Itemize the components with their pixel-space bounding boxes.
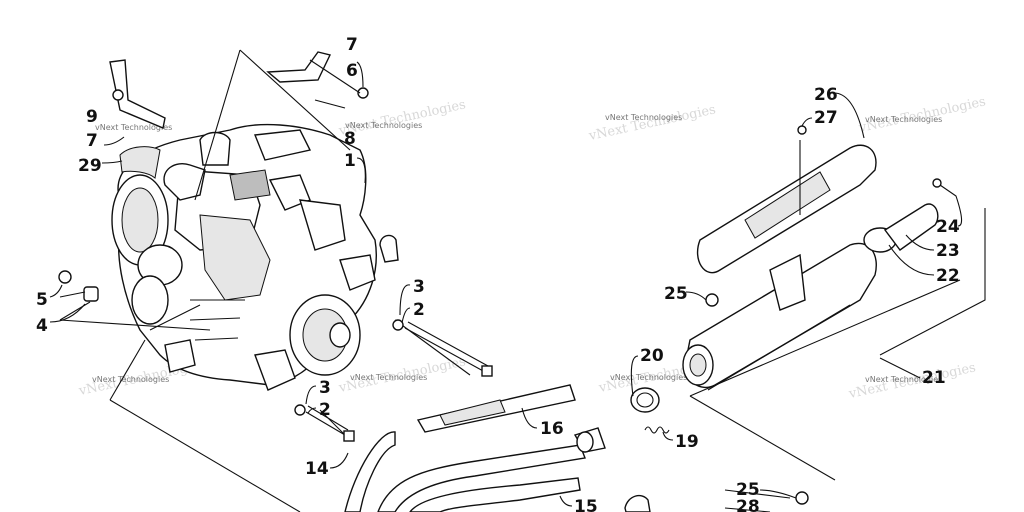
callout-24: 24	[936, 217, 960, 237]
muffler-21	[682, 208, 986, 397]
callout-23: 23	[936, 241, 960, 261]
callout-16: 16	[540, 419, 564, 439]
callout-5: 5	[36, 290, 48, 310]
callout-2: 2	[319, 400, 331, 420]
bolt-25-28	[724, 489, 809, 512]
callout-26: 26	[814, 85, 838, 105]
bolt-4-5	[58, 270, 99, 321]
watermark-text: vNext Technologies	[865, 115, 942, 124]
callout-1: 1	[344, 151, 356, 171]
bolt-2-3-right	[392, 319, 493, 377]
callout-3: 3	[319, 378, 331, 398]
callout-27: 27	[814, 108, 838, 128]
bracket-9-left	[109, 59, 166, 129]
callout-20: 20	[640, 346, 664, 366]
callout-6: 6	[346, 61, 358, 81]
bracket-25	[705, 253, 806, 311]
spark-arrestor	[863, 178, 942, 253]
callout-25: 25	[736, 480, 760, 500]
spring-19	[644, 426, 670, 434]
watermark-text: vNext Technologies	[865, 375, 942, 384]
callout-15: 15	[574, 497, 598, 512]
watermark-text: vNext Technologies	[610, 373, 687, 382]
exhaust-pipes	[344, 384, 651, 512]
callout-22: 22	[936, 266, 960, 286]
engine-assembly	[109, 123, 399, 401]
callout-leaders	[49, 61, 963, 507]
gasket-20	[630, 387, 660, 413]
bracket-7-top	[266, 51, 369, 109]
watermark-text: vNext Technologies	[605, 113, 682, 122]
callout-3: 3	[413, 277, 425, 297]
callout-29: 29	[78, 156, 102, 176]
bolt-2-3-lower	[294, 404, 355, 442]
callout-7: 7	[346, 35, 358, 55]
heat-shield-26	[696, 125, 877, 274]
gasket-29	[119, 146, 161, 179]
callout-2: 2	[413, 300, 425, 320]
callout-8: 8	[344, 129, 356, 149]
callout-4: 4	[36, 316, 48, 336]
callout-7: 7	[86, 131, 98, 151]
callout-21: 21	[922, 368, 946, 388]
callout-28: 28	[736, 497, 760, 512]
watermark-text: vNext Technologies	[350, 373, 427, 382]
callout-labels: 7 6 9 7 8 1 29 5 4 3 2 3 2 14 16 15 20 1…	[36, 35, 960, 512]
callout-9: 9	[86, 107, 98, 127]
watermark-shadow: vNext Technologies	[337, 97, 467, 139]
watermark-shadow: vNext Technologies	[587, 102, 717, 144]
watermark-text: vNext Technologies	[345, 121, 422, 130]
watermark-text: vNext Technologies	[92, 375, 169, 384]
callout-19: 19	[675, 432, 699, 452]
callout-14: 14	[305, 459, 329, 479]
watermark-text: vNext Technologies	[95, 123, 172, 132]
callout-25: 25	[664, 284, 688, 304]
